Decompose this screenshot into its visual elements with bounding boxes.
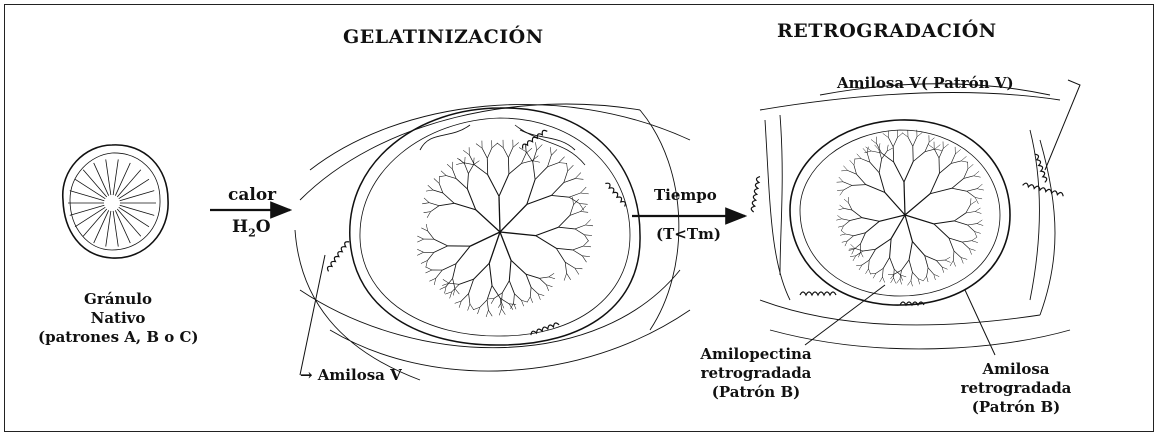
amilopectina-line3: (Patrón B) xyxy=(696,383,816,402)
amilosa-retro-line2: retrogradada xyxy=(956,379,1076,398)
native-granule-label: Gránulo Nativo (patrones A, B o C) xyxy=(38,290,198,347)
amilopectina-label: Amilopectina retrogradada (Patrón B) xyxy=(696,345,816,402)
amilosa-v-text: Amilosa V xyxy=(318,366,402,384)
native-line3: (patrones A, B o C) xyxy=(38,328,198,347)
arrow2-bottom-label: (T<Tm) xyxy=(656,225,721,244)
gelatinized-granule-drawing xyxy=(295,104,690,380)
amilosa-retro-line3: (Patrón B) xyxy=(956,398,1076,417)
amilopectina-line1: Amilopectina xyxy=(696,345,816,364)
native-line2: Nativo xyxy=(38,309,198,328)
title-retrogradation: RETROGRADACIÓN xyxy=(777,20,997,42)
arrow1-bottom-label: H2O xyxy=(232,218,271,242)
h-symbol: H xyxy=(232,217,248,237)
native-line1: Gránulo xyxy=(38,290,198,309)
native-granule-drawing xyxy=(63,145,168,258)
amilosa-v-label: → Amilosa V xyxy=(300,366,402,385)
amilosa-v-patron-label: Amilosa V( Patrón V) xyxy=(837,74,1014,93)
title-gelatinization: GELATINIZACIÓN xyxy=(343,26,544,48)
o-symbol: O xyxy=(256,217,271,237)
amilopectina-line2: retrogradada xyxy=(696,364,816,383)
retrograded-granule-drawing xyxy=(751,80,1080,355)
arrow1-top-label: calor xyxy=(228,186,276,205)
amilosa-retro-line1: Amilosa xyxy=(956,360,1076,379)
amilosa-retro-label: Amilosa retrogradada (Patrón B) xyxy=(956,360,1076,417)
subscript-2: 2 xyxy=(248,226,256,239)
arrow2-top-label: Tiempo xyxy=(654,186,717,205)
